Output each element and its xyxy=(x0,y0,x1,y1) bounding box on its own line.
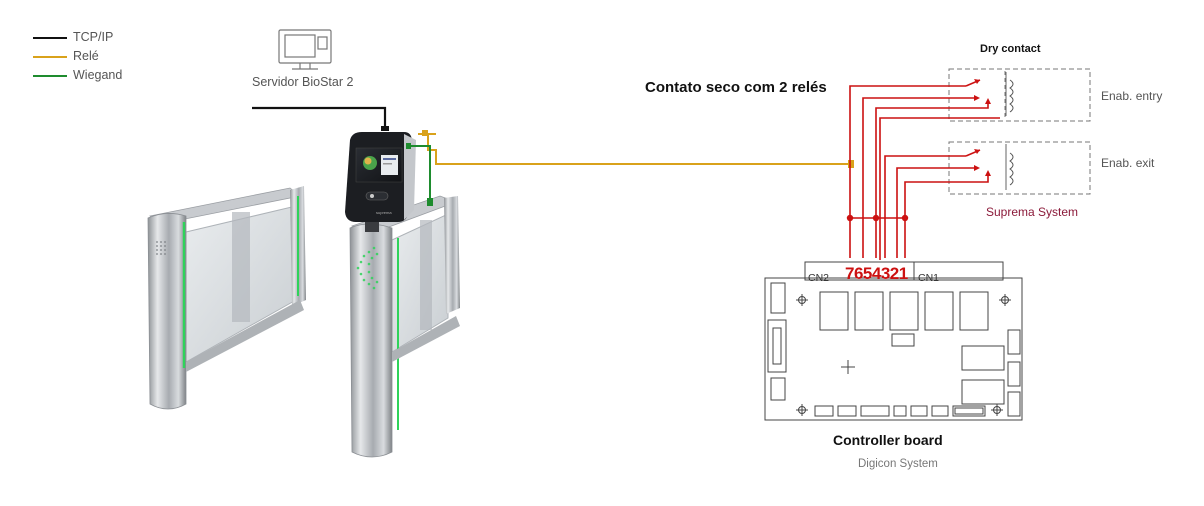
controller-title: Controller board xyxy=(833,432,943,448)
pin-numbers: 7654321 xyxy=(845,264,908,283)
relay-title: Contato seco com 2 relés xyxy=(645,79,827,96)
face-station-device: suprema xyxy=(345,132,416,222)
left-turnstile xyxy=(147,186,306,410)
tcp-ip-wire xyxy=(252,106,387,128)
right-turnstile xyxy=(349,195,460,458)
wiegand-wire xyxy=(410,145,431,204)
enab-entry-label: Enab. entry xyxy=(1101,89,1163,103)
wire-arrowheads xyxy=(974,79,991,176)
suprema-system-label: Suprema System xyxy=(986,205,1079,219)
legend-label-tcp: TCP/IP xyxy=(73,30,114,44)
dry-contact-title: Dry contact xyxy=(980,43,1041,55)
relay-box-entry xyxy=(948,68,1091,122)
dry-contact-wires xyxy=(849,79,1000,260)
relay-wire xyxy=(418,133,848,165)
legend-lines xyxy=(33,37,67,77)
legend-label-wiegand: Wiegand xyxy=(73,68,123,82)
cn1-label: CN1 xyxy=(918,272,940,284)
controller-subtitle: Digicon System xyxy=(858,458,938,470)
device-brand: suprema xyxy=(376,210,392,215)
cn2-label: CN2 xyxy=(808,272,830,284)
server-label: Servidor BioStar 2 xyxy=(252,75,354,89)
legend-label-relay: Relé xyxy=(73,49,99,63)
monitor-icon xyxy=(278,29,332,70)
enab-exit-label: Enab. exit xyxy=(1101,156,1155,170)
controller-board xyxy=(764,261,1023,421)
